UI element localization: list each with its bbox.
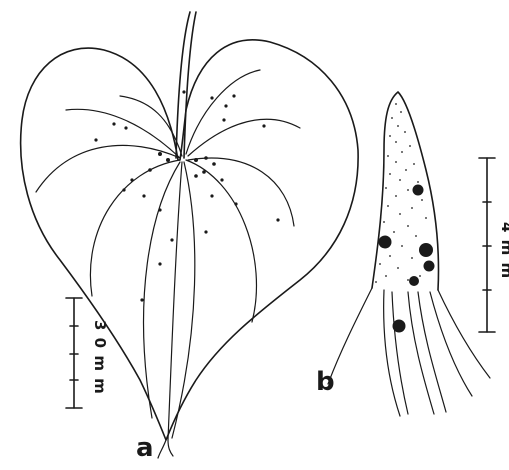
panel-label-b: b [316, 367, 335, 397]
leaf-veins [36, 70, 300, 440]
leaf-spots [94, 90, 279, 301]
scale-bar-b: 4 m m [479, 158, 509, 332]
panel-a-leaf: 3 0 m m a [21, 12, 358, 463]
tip-dark-spots [379, 185, 435, 333]
leaf-base-stalk [158, 440, 173, 458]
scale-bar-a: 3 0 m m [66, 298, 109, 408]
scale-label-a: 3 0 m m [91, 320, 109, 395]
tip-outline [372, 92, 439, 290]
scale-label-b: 4 m m [498, 222, 509, 279]
panel-label-a: a [136, 433, 154, 463]
tip-fibres [328, 288, 490, 416]
panel-b-tip: 4 m m b [316, 92, 509, 416]
